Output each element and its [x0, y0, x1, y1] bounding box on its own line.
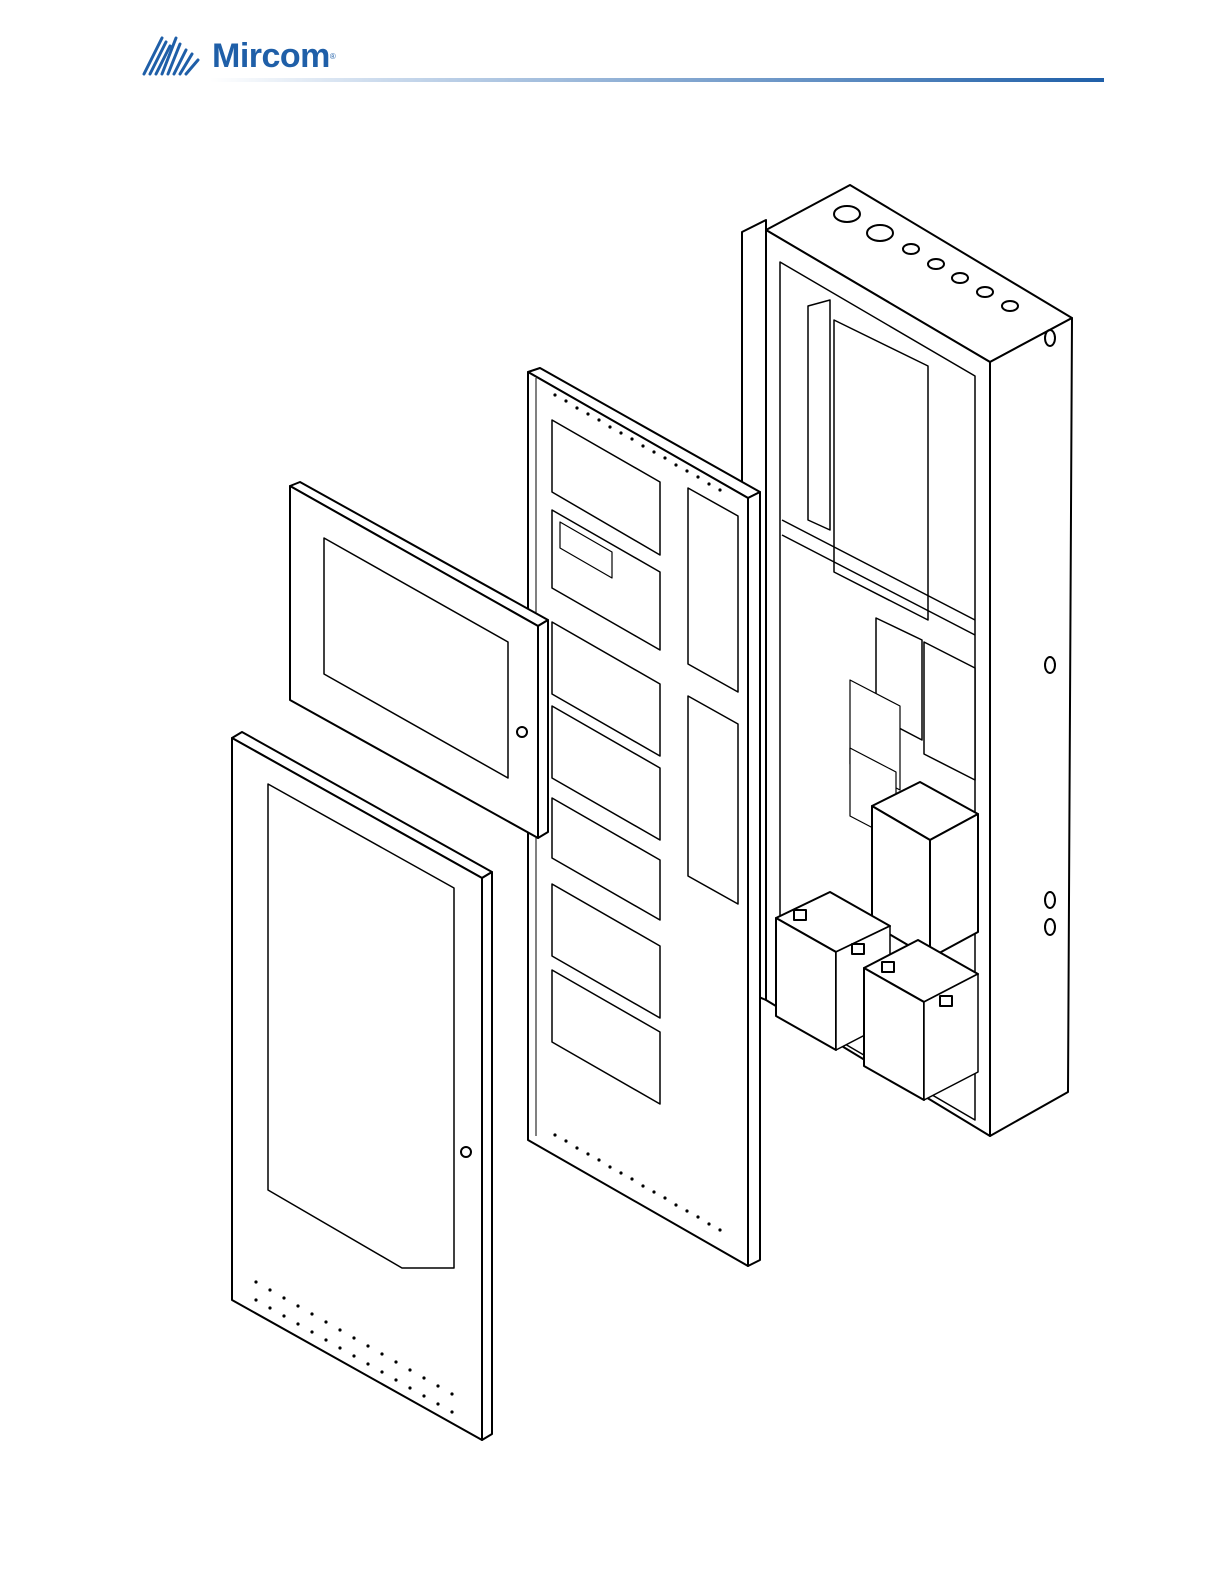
mircom-logo-icon	[140, 34, 204, 78]
fire-alarm-panel-drawing	[0, 90, 1224, 1490]
header-rule	[210, 78, 1104, 82]
mircom-logo: Mircom ®	[140, 34, 336, 78]
inner-panel	[528, 368, 760, 1266]
panel-exploded-drawing	[0, 90, 1224, 1490]
back-box	[742, 185, 1072, 1136]
large-door	[232, 732, 492, 1440]
trademark-symbol: ®	[330, 52, 336, 61]
page-header: Mircom ®	[0, 0, 1224, 90]
brand-name: Mircom	[212, 37, 330, 76]
